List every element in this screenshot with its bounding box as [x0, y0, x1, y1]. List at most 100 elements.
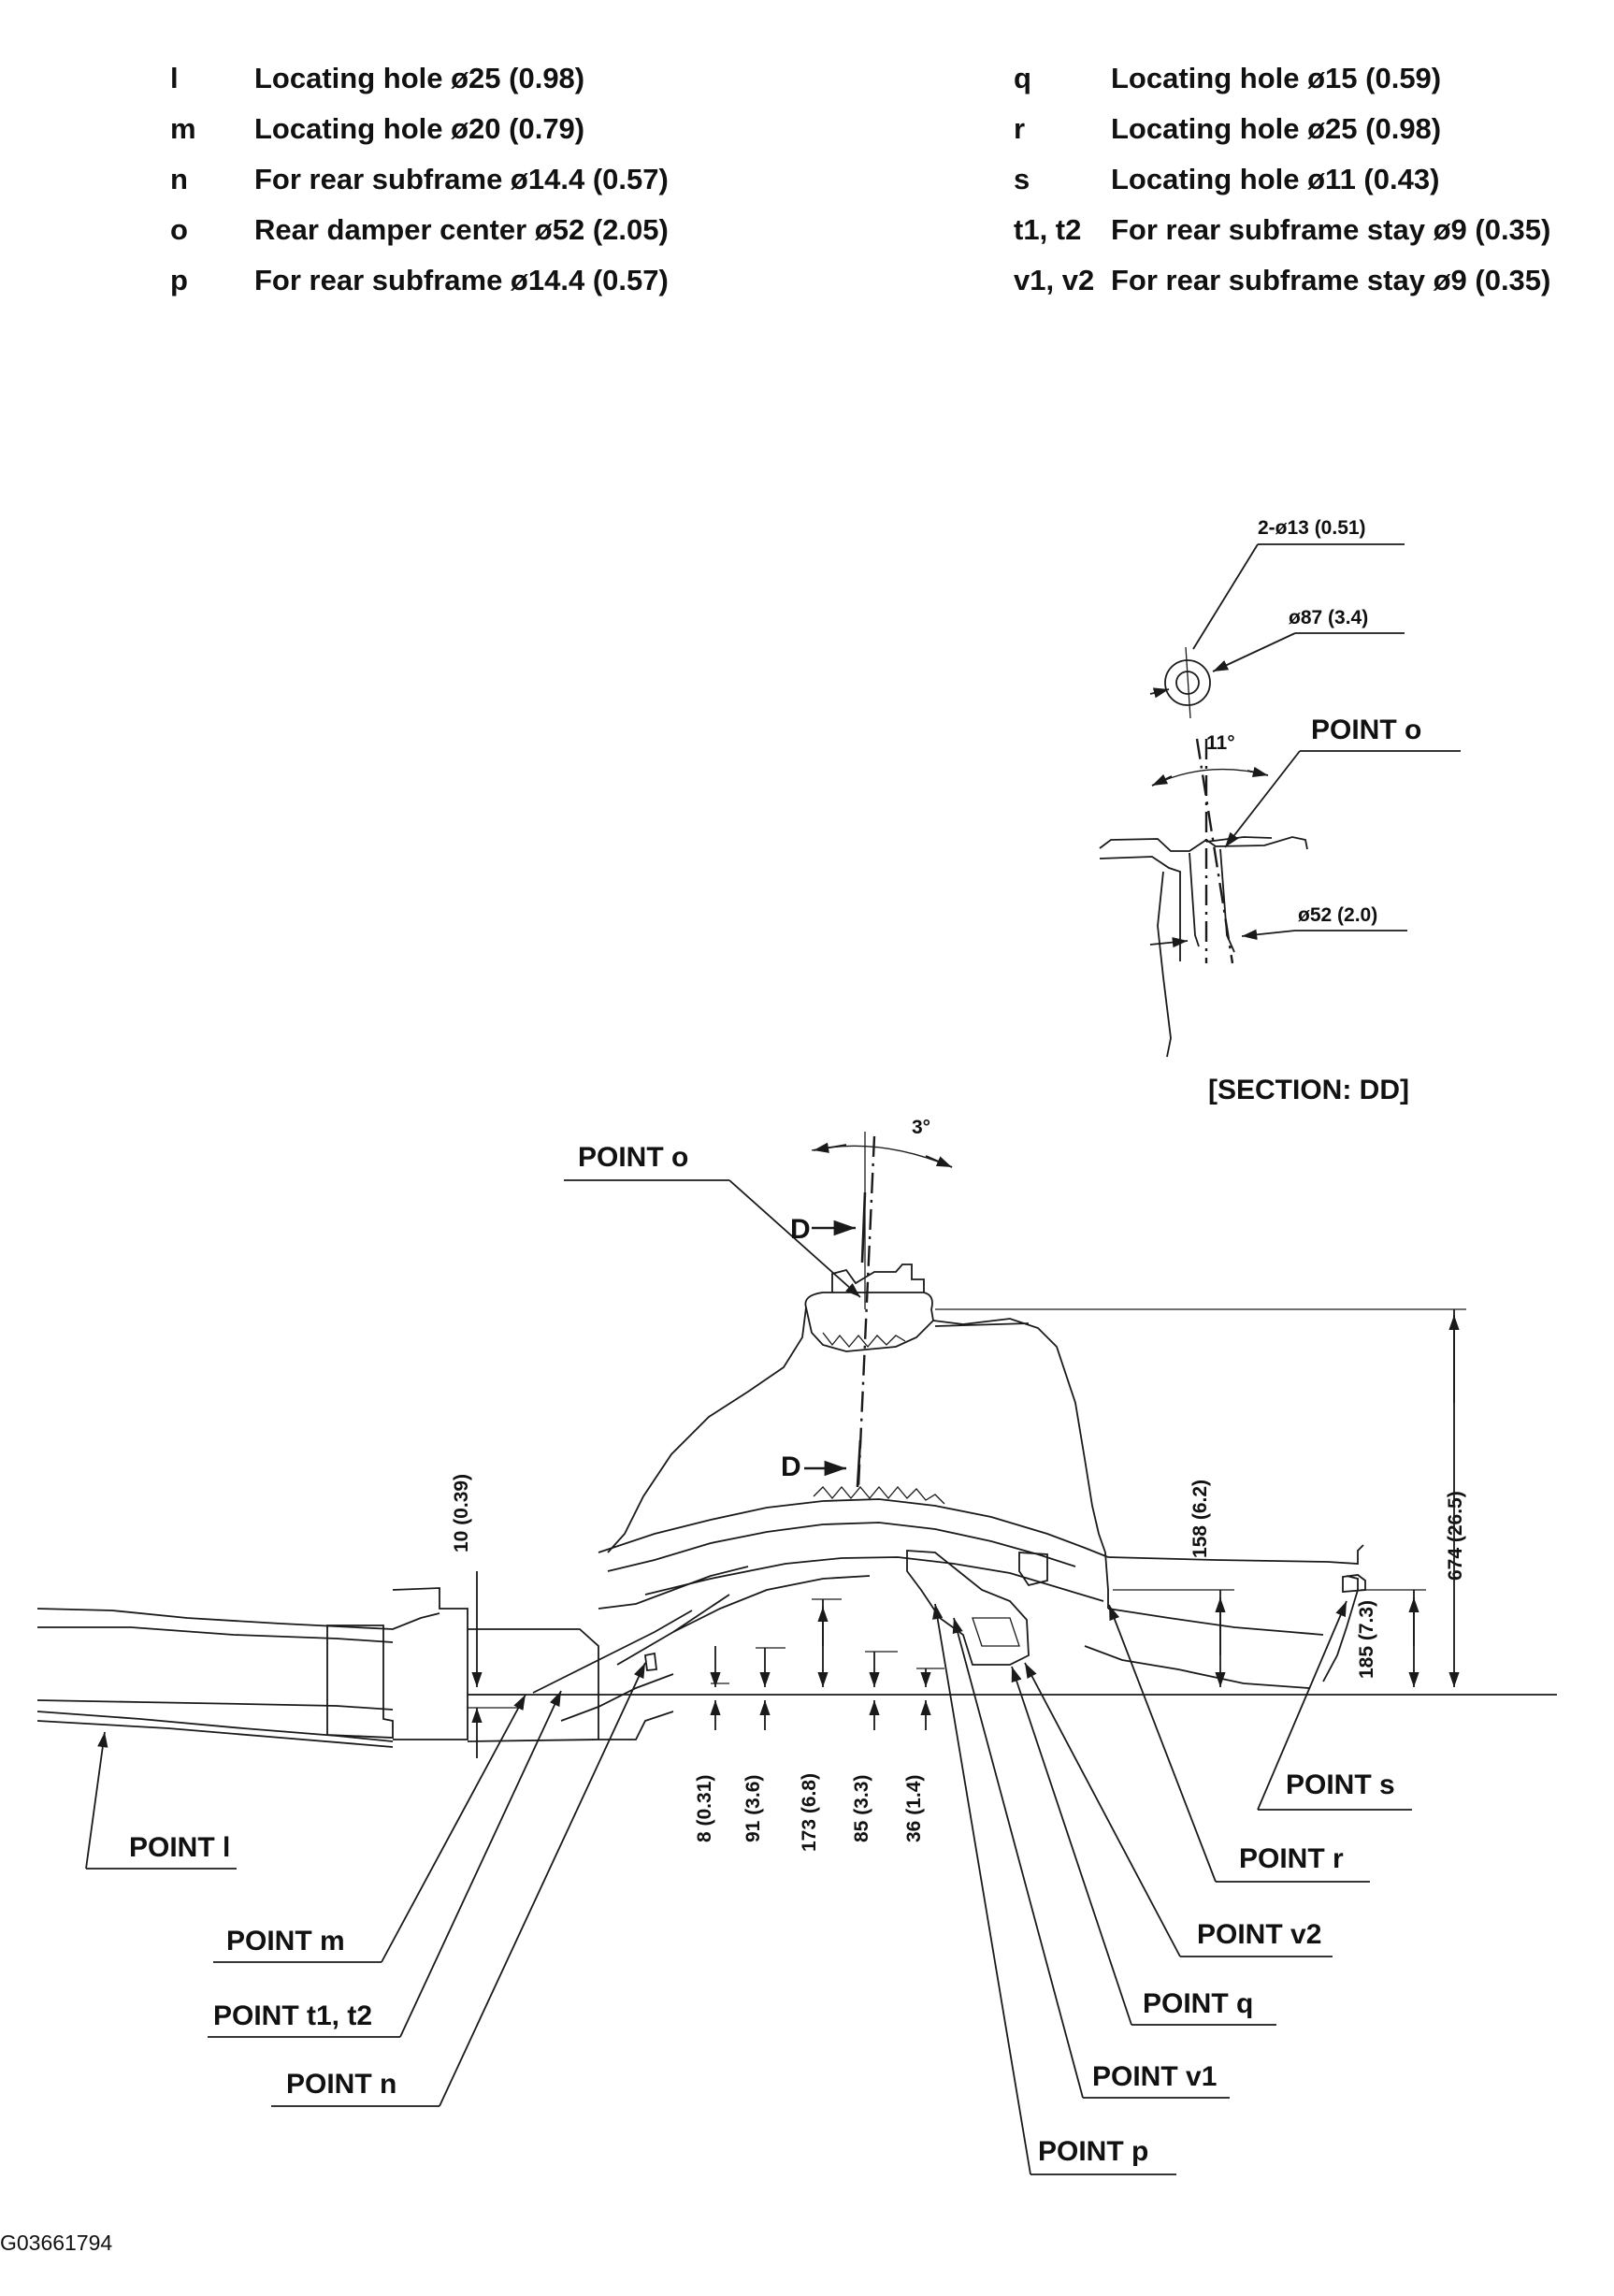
section-mark-top: D [790, 1214, 811, 1245]
rear-rail-bottom [1107, 1608, 1324, 1636]
wheelhouse-arch-inner [607, 1522, 1076, 1572]
flange-hole-axis [1185, 646, 1191, 719]
section-seat [1205, 836, 1273, 843]
leader-point-m-diag [381, 1694, 526, 1963]
legend-key: q [1014, 62, 1031, 94]
damper-tower-cap [804, 1292, 934, 1352]
floor-bracket-left [644, 1652, 658, 1671]
wheelhouse-arch-serration [813, 1485, 945, 1505]
leader-point-v2-diag [1024, 1662, 1181, 1957]
dim-158-label: 158 (6.2) [1189, 1480, 1211, 1558]
leader-point-v1-diag [952, 1617, 1084, 2099]
figure-code: G03661794 [0, 2231, 112, 2255]
dim-173-label: 173 (6.8) [799, 1773, 820, 1852]
leader-point-o-diag [728, 1179, 861, 1298]
leader-point-l-diag [85, 1731, 108, 1870]
legend-desc: Locating hole ø25 (0.98) [1111, 112, 1442, 145]
legend-key: p [170, 264, 188, 296]
leader-point-s-diag [1257, 1600, 1347, 1811]
legend-desc: For rear subframe ø14.4 (0.57) [254, 163, 669, 195]
point-m-label: POINT m [226, 1926, 345, 1957]
dim-91-label: 91 (3.6) [742, 1775, 764, 1842]
legend-desc: For rear subframe stay ø9 (0.35) [1111, 264, 1551, 296]
damper-tower-outline-right [932, 1318, 1109, 1609]
damper-centerline [857, 1135, 876, 1488]
outer-diameter-label: ø87 (3.4) [1289, 607, 1368, 628]
front-rail-second [37, 1626, 394, 1643]
subframe-block [326, 1625, 394, 1739]
leader-point-n-diag [439, 1662, 646, 2107]
rear-floor-ramp [532, 1610, 693, 1694]
point-q-label: POINT q [1143, 1988, 1253, 2019]
main-angle-label: 3° [912, 1117, 930, 1138]
point-r-label: POINT r [1239, 1843, 1344, 1874]
side-view: 3° POINT o D D [36, 1117, 1557, 2175]
section-panel-wall [1157, 871, 1172, 1058]
rear-rail-end [1322, 1575, 1359, 1682]
legend-key: t1, t2 [1014, 213, 1082, 246]
dim-674-label: 674 (26.5) [1445, 1491, 1466, 1581]
flange-outer-circle [1164, 659, 1211, 706]
leader-point-q-diag [1011, 1666, 1132, 2026]
section-cut-top [860, 1191, 867, 1264]
damper-tower-serration [822, 1332, 906, 1349]
front-rail-sill [36, 1720, 394, 1748]
section-damper-right [1219, 848, 1235, 953]
section-point-o-label: POINT o [1311, 715, 1421, 745]
main-angle-tick-left [813, 1142, 847, 1153]
legend-key: v1, v2 [1014, 264, 1095, 296]
hole-diameter-label: 2-ø13 (0.51) [1258, 517, 1366, 539]
leader-hole-diag [1192, 543, 1259, 650]
tower-inner-ring [934, 1322, 1030, 1327]
legend-key: o [170, 213, 188, 246]
dim-8-label: 8 (0.31) [694, 1775, 715, 1842]
subframe-bracket [906, 1550, 1030, 1666]
wheelhouse-arch-outer [598, 1498, 1109, 1558]
point-p-label: POINT p [1038, 2136, 1148, 2167]
rear-floor-inner [616, 1575, 871, 1666]
rear-floor-outer [672, 1594, 730, 1633]
legend-desc: For rear subframe stay ø9 (0.35) [1111, 213, 1551, 246]
legend-key: r [1014, 112, 1026, 145]
point-v2-label: POINT v2 [1197, 1919, 1321, 1950]
legend-desc: Rear damper center ø52 (2.05) [254, 213, 669, 246]
main-angle-tick-right [925, 1155, 953, 1168]
rear-bracket-s [1342, 1574, 1366, 1593]
legend-desc: Locating hole ø25 (0.98) [254, 62, 585, 94]
legend-desc: Locating hole ø20 (0.79) [254, 112, 585, 145]
rear-floor-ramp-lower [560, 1673, 674, 1722]
legend-desc: For rear subframe ø14.4 (0.57) [254, 264, 669, 296]
leader-point-p-diag [932, 1603, 1031, 2175]
dim-10-label: 10 (0.39) [451, 1474, 472, 1552]
front-rail-third [36, 1699, 394, 1711]
rear-floor-cross [392, 1587, 468, 1740]
damper-dim-line-left [1149, 936, 1189, 948]
section-damper-left [1189, 852, 1200, 947]
legend-key: l [170, 62, 179, 94]
front-rail-bottom [36, 1711, 394, 1742]
dim-36-label: 36 (1.4) [903, 1775, 925, 1842]
rear-rail-top [1107, 1544, 1364, 1565]
section-angle-tick-right [1247, 766, 1269, 777]
point-o-label: POINT o [578, 1142, 688, 1173]
legend-key: n [170, 163, 188, 195]
leader-outer-diag [1212, 632, 1296, 672]
point-s-label: POINT s [1286, 1769, 1395, 1800]
subframe-bracket-detail [972, 1617, 1020, 1647]
section-panel-lower [1099, 856, 1181, 961]
damper-tower-outline [607, 1307, 807, 1553]
section-angle-label: 11° [1206, 732, 1235, 754]
section-cut-bottom [856, 1439, 862, 1488]
legend-key: m [170, 112, 196, 145]
section-panel-upper [1099, 836, 1308, 852]
flange-dim-left [1149, 687, 1170, 699]
point-v1-label: POINT v1 [1092, 2061, 1217, 2092]
leader-point-t-diag [399, 1690, 562, 2038]
dim-85-label: 85 (3.3) [851, 1775, 872, 1842]
legend-key: s [1014, 163, 1030, 195]
wheelhouse-base [644, 1556, 1104, 1602]
section-dd-detail: 2-ø13 (0.51) ø87 (3.4) POINT o 11° ø52 (… [1099, 517, 1461, 1105]
dim-185-label: 185 (7.3) [1356, 1600, 1377, 1679]
leader-point-r-diag [1108, 1604, 1217, 1883]
